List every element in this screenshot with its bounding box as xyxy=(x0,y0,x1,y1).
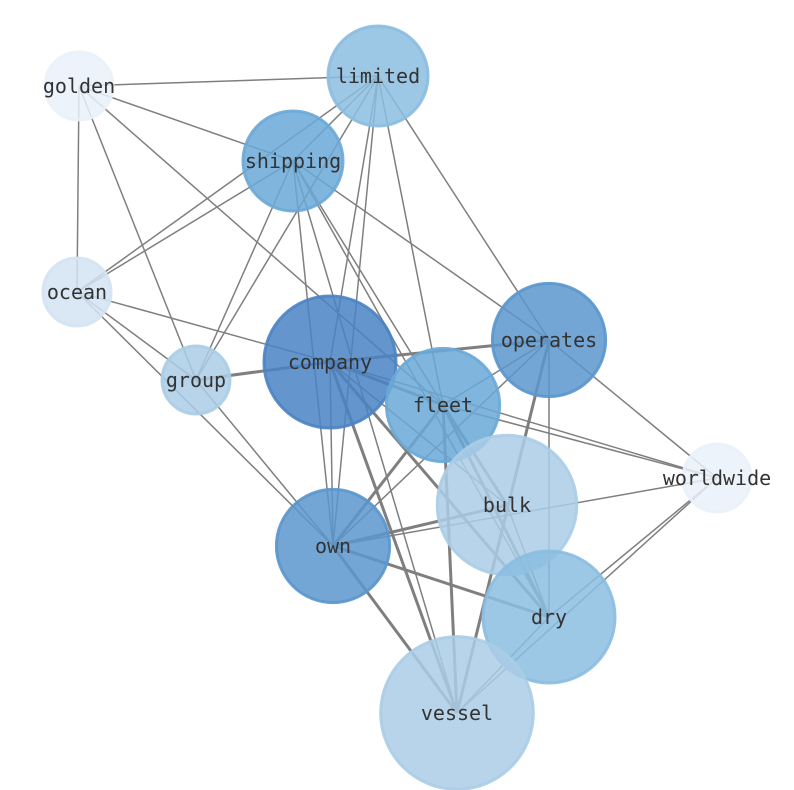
node-operates: operates xyxy=(490,281,608,399)
node-worldwide: worldwide xyxy=(663,442,771,514)
node-limited: limited xyxy=(326,24,430,128)
node-circle-fleet xyxy=(384,346,502,464)
node-circle-group xyxy=(160,344,232,416)
node-label-golden: golden xyxy=(43,74,115,98)
node-circle-shipping xyxy=(241,109,345,213)
node-shipping: shipping xyxy=(241,109,345,213)
node-circle-own xyxy=(274,487,392,605)
node-label-group: group xyxy=(166,368,226,392)
node-own: own xyxy=(274,487,392,605)
node-label-ocean: ocean xyxy=(47,280,107,304)
node-label-dry: dry xyxy=(531,605,567,629)
node-circle-vessel xyxy=(379,635,535,790)
node-circle-golden xyxy=(43,50,115,122)
node-vessel: vessel xyxy=(379,635,535,790)
node-circle-ocean xyxy=(41,256,113,328)
node-label-operates: operates xyxy=(501,328,597,352)
edge-limited-ocean xyxy=(76,75,379,293)
node-layer: golden limited shipping ocean company operate… xyxy=(41,24,771,790)
edge-limited-group xyxy=(195,75,379,381)
node-label-own: own xyxy=(315,534,351,558)
node-dry: dry xyxy=(481,549,617,685)
node-circle-limited xyxy=(326,24,430,128)
node-circle-operates xyxy=(490,281,608,399)
node-circle-worldwide xyxy=(681,442,753,514)
node-fleet: fleet xyxy=(384,346,502,464)
node-circle-dry xyxy=(481,549,617,685)
node-label-company: company xyxy=(288,350,372,374)
node-group: group xyxy=(160,344,232,416)
edge-shipping-vessel xyxy=(292,160,458,714)
node-label-fleet: fleet xyxy=(413,393,473,417)
node-label-bulk: bulk xyxy=(483,493,531,517)
node-label-vessel: vessel xyxy=(421,701,493,725)
edge-golden-group xyxy=(78,85,197,381)
node-golden: golden xyxy=(43,50,115,122)
edge-ocean-own xyxy=(76,291,334,547)
node-circle-company xyxy=(262,294,398,430)
node-label-limited: limited xyxy=(336,64,420,88)
node-ocean: ocean xyxy=(41,256,113,328)
node-company: company xyxy=(262,294,398,430)
node-label-shipping: shipping xyxy=(245,149,341,173)
node-label-worldwide: worldwide xyxy=(663,466,771,490)
